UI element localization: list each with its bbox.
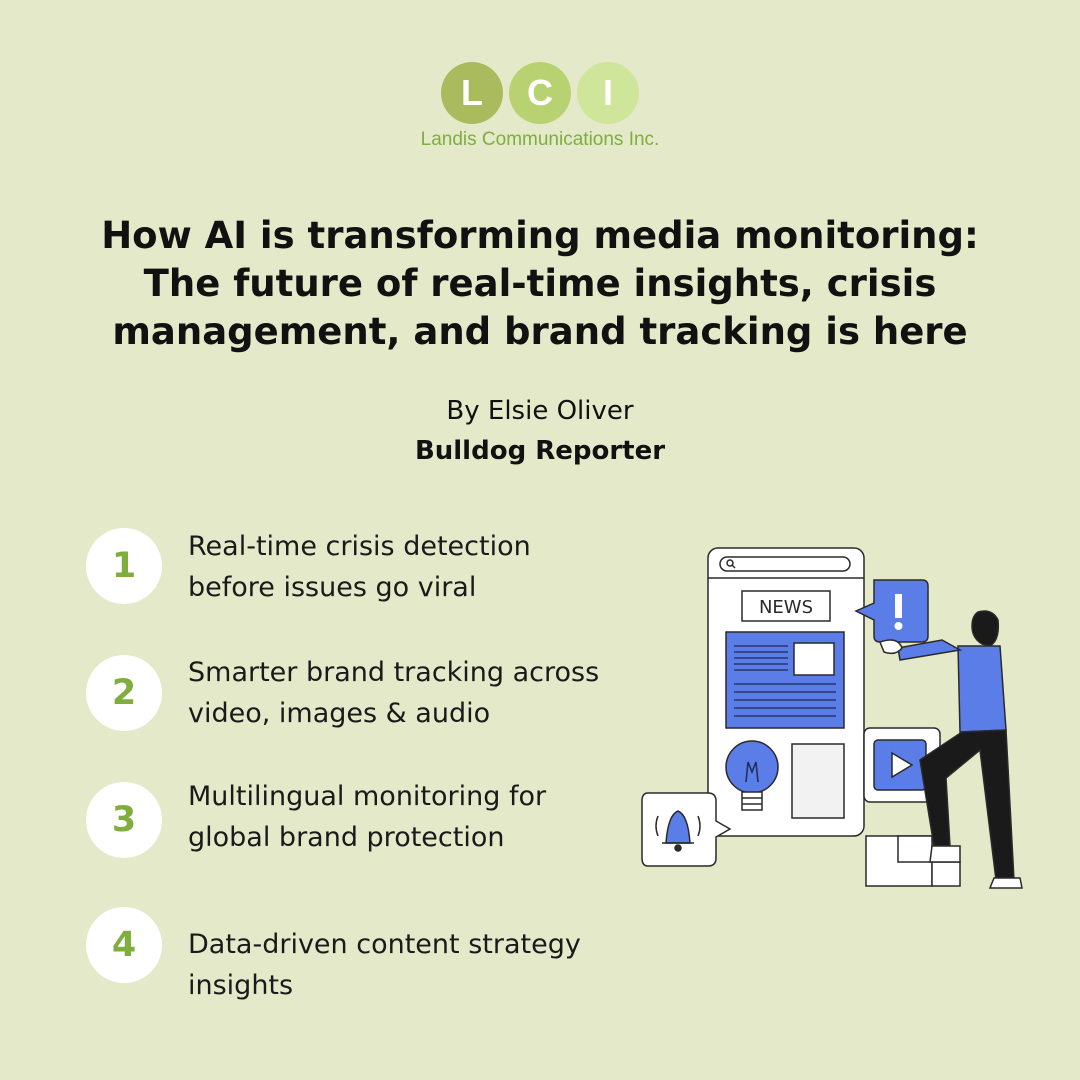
item-text: Real-time crisis detection before issues…: [188, 526, 648, 608]
logo: L C I Landis Communications Inc.: [0, 62, 1080, 151]
author: By Elsie Oliver: [446, 396, 634, 426]
search-bar: [719, 556, 851, 572]
item-text: Multilingual monitoring for global brand…: [188, 776, 648, 858]
exclamation-icon: [854, 579, 929, 643]
byline: By Elsie Oliver Bulldog Reporter: [0, 392, 1080, 472]
item-number-badge: 4: [86, 907, 162, 983]
item-text-line: Multilingual monitoring for: [188, 781, 547, 812]
lightbulb-icon: [725, 740, 779, 811]
media-monitoring-illustration: NEWS: [641, 547, 1023, 889]
company-name: Landis Communications Inc.: [420, 129, 660, 150]
logo-letter-i: I: [577, 62, 639, 124]
publication: Bulldog Reporter: [414, 436, 666, 466]
item-number-badge: 2: [86, 655, 162, 731]
logo-letter-c: C: [509, 62, 571, 124]
headline-line-1: How AI is transforming media monitoring:: [101, 214, 979, 257]
logo-letter-l: L: [441, 62, 503, 124]
article-image: [793, 642, 835, 676]
person: [879, 610, 1023, 889]
item-text-line: Data-driven content strategy insights: [188, 929, 581, 1001]
news-label: NEWS: [759, 597, 813, 618]
item-text-line: Real-time crisis detection: [188, 531, 531, 562]
headline-line-3: management, and brand tracking is here: [112, 310, 968, 353]
item-text-line: Smarter brand tracking across: [188, 657, 600, 688]
item-text-line: before issues go viral: [188, 572, 477, 603]
news-label-box: [741, 590, 831, 622]
gray-card: [791, 743, 845, 819]
item-text-line: video, images & audio: [188, 698, 491, 729]
item-text-line: global brand protection: [188, 822, 505, 853]
box: [931, 861, 961, 887]
logo-mark: L C I: [0, 62, 1080, 124]
item-text: Smarter brand tracking across video, ima…: [188, 652, 648, 734]
headline: How AI is transforming media monitoring:…: [60, 212, 1020, 356]
headline-line-2: The future of real-time insights, crisis: [143, 262, 937, 305]
item-number-badge: 1: [86, 528, 162, 604]
item-text: Data-driven content strategy insights: [188, 924, 648, 1006]
box: [897, 835, 933, 863]
search-icon: [726, 559, 736, 569]
item-number-badge: 3: [86, 782, 162, 858]
